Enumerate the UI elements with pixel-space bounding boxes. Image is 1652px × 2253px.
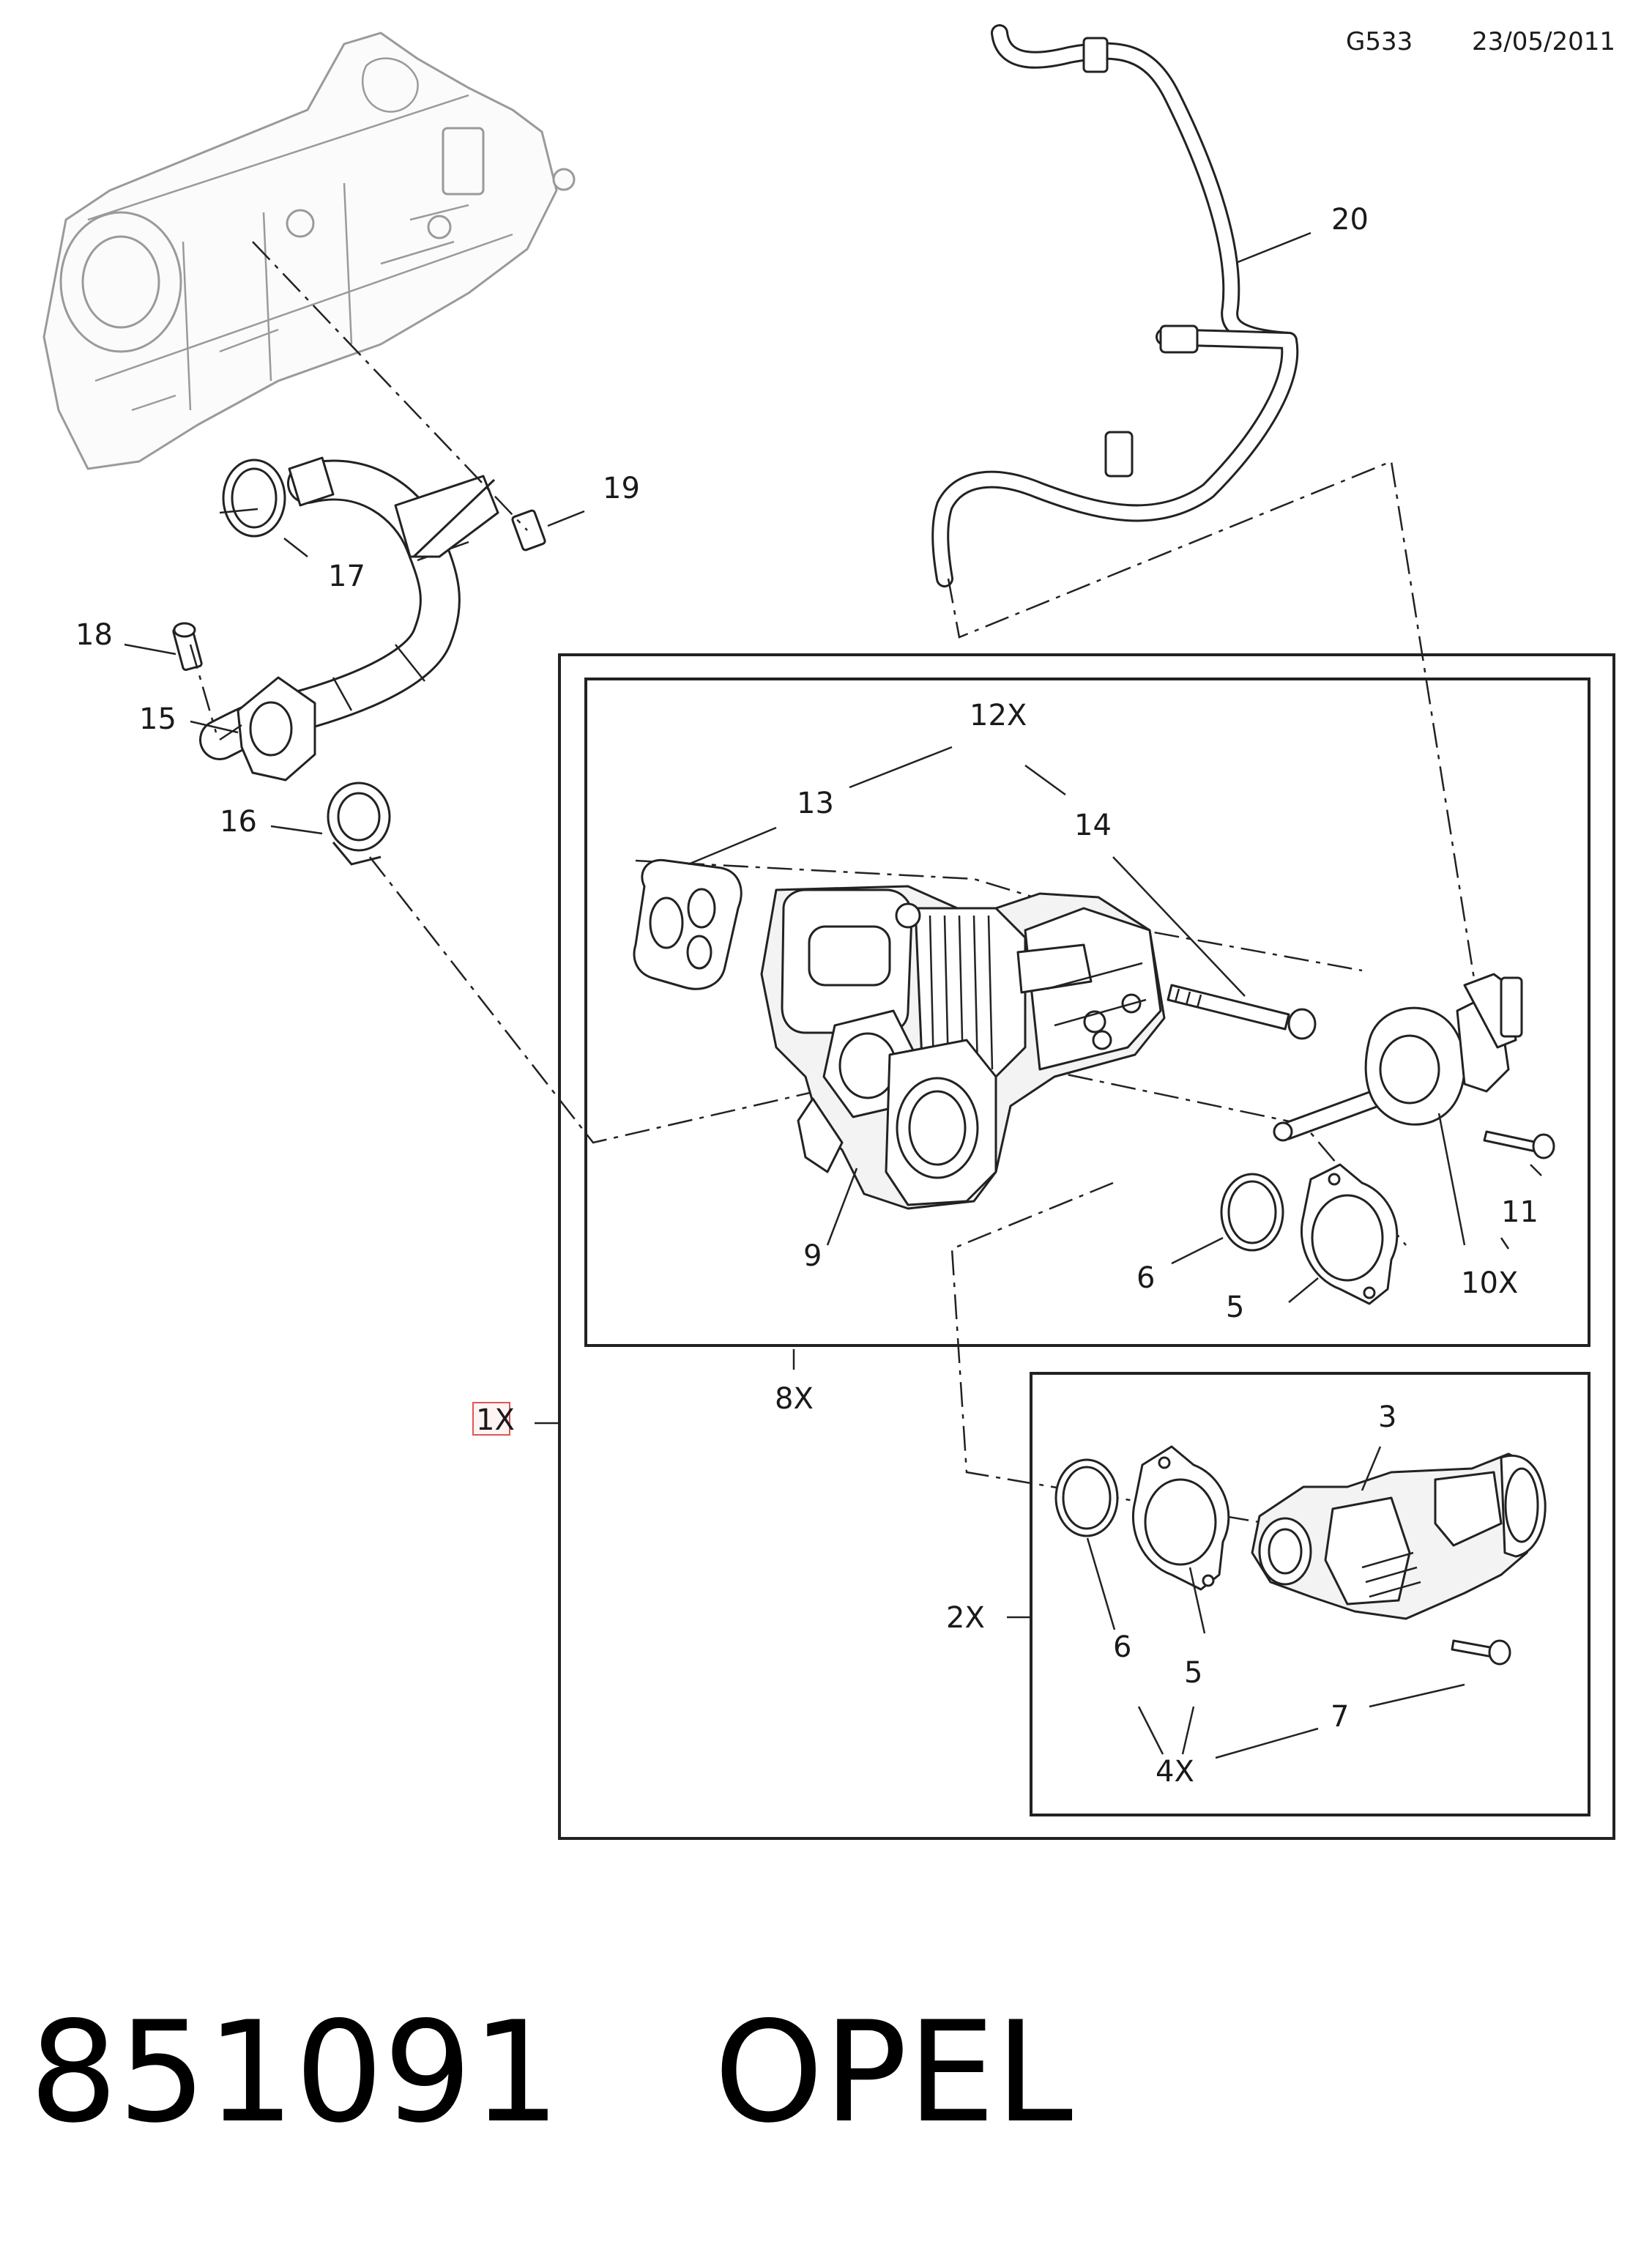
gasket-ring-6-lower [1054,1458,1119,1537]
callout-10x: 10X [1461,1266,1518,1300]
callout-1x-highlight [472,1402,510,1436]
callout-8x: 8X [775,1382,814,1416]
callout-19: 19 [603,472,640,505]
gasket-13 [633,858,743,990]
callout-5-upper: 5 [1226,1291,1244,1324]
egr-cooler-9 [760,885,1166,1210]
gasket-plate-5-lower [1131,1445,1230,1591]
gasket-plate-5-upper [1300,1163,1399,1305]
callout-15: 15 [139,702,176,736]
part-number: 851091 [29,1992,560,2153]
callout-3: 3 [1378,1400,1396,1434]
assembly-line-b [947,460,1481,1012]
kit-box-2x [1030,1372,1590,1816]
callout-16: 16 [220,805,257,839]
gasket-ring-17 [222,459,286,538]
assembly-line-a [189,241,865,1144]
diagram-code: G533 [1346,27,1413,56]
vacuum-hose [931,24,1299,587]
pipe-flange [394,475,499,558]
clip-16 [327,782,391,866]
leader-lines [124,231,1542,1759]
diagram-date: 23/05/2011 [1472,27,1615,56]
callout-4x: 4X [1156,1755,1194,1789]
callout-1x: 1X [476,1403,515,1437]
screw-7 [1451,1639,1511,1666]
callout-14: 14 [1074,809,1112,842]
callout-6-lower: 6 [1113,1630,1131,1664]
bolt-18 [172,622,203,671]
callout-2x: 2X [946,1601,985,1635]
callout-18: 18 [75,618,113,652]
actuator-10x [1273,973,1523,1142]
kit-box-8x [584,678,1590,1347]
callout-11: 11 [1501,1195,1538,1229]
bolt-14 [1167,984,1317,1040]
intake-manifold [42,31,576,470]
callout-6-upper: 6 [1136,1261,1155,1295]
callout-9: 9 [803,1239,822,1273]
screw-11 [1483,1130,1555,1159]
callout-12x: 12X [970,699,1027,732]
kit-box-1x [558,653,1615,1840]
egr-valve-3 [1251,1452,1547,1620]
callout-5-lower: 5 [1184,1656,1202,1690]
fitting-15 [219,676,316,782]
assembly-line-c [950,1181,1290,1529]
brand-name: OPEL [714,1992,1073,2153]
callout-7: 7 [1331,1700,1349,1734]
bolt-19 [511,509,546,552]
callout-13: 13 [797,787,834,820]
pipe-end-stub [288,456,335,507]
callout-17: 17 [328,560,365,593]
gasket-ring-6-upper [1220,1173,1284,1252]
callout-20: 20 [1331,203,1369,237]
assembly-line-d [635,859,1363,972]
